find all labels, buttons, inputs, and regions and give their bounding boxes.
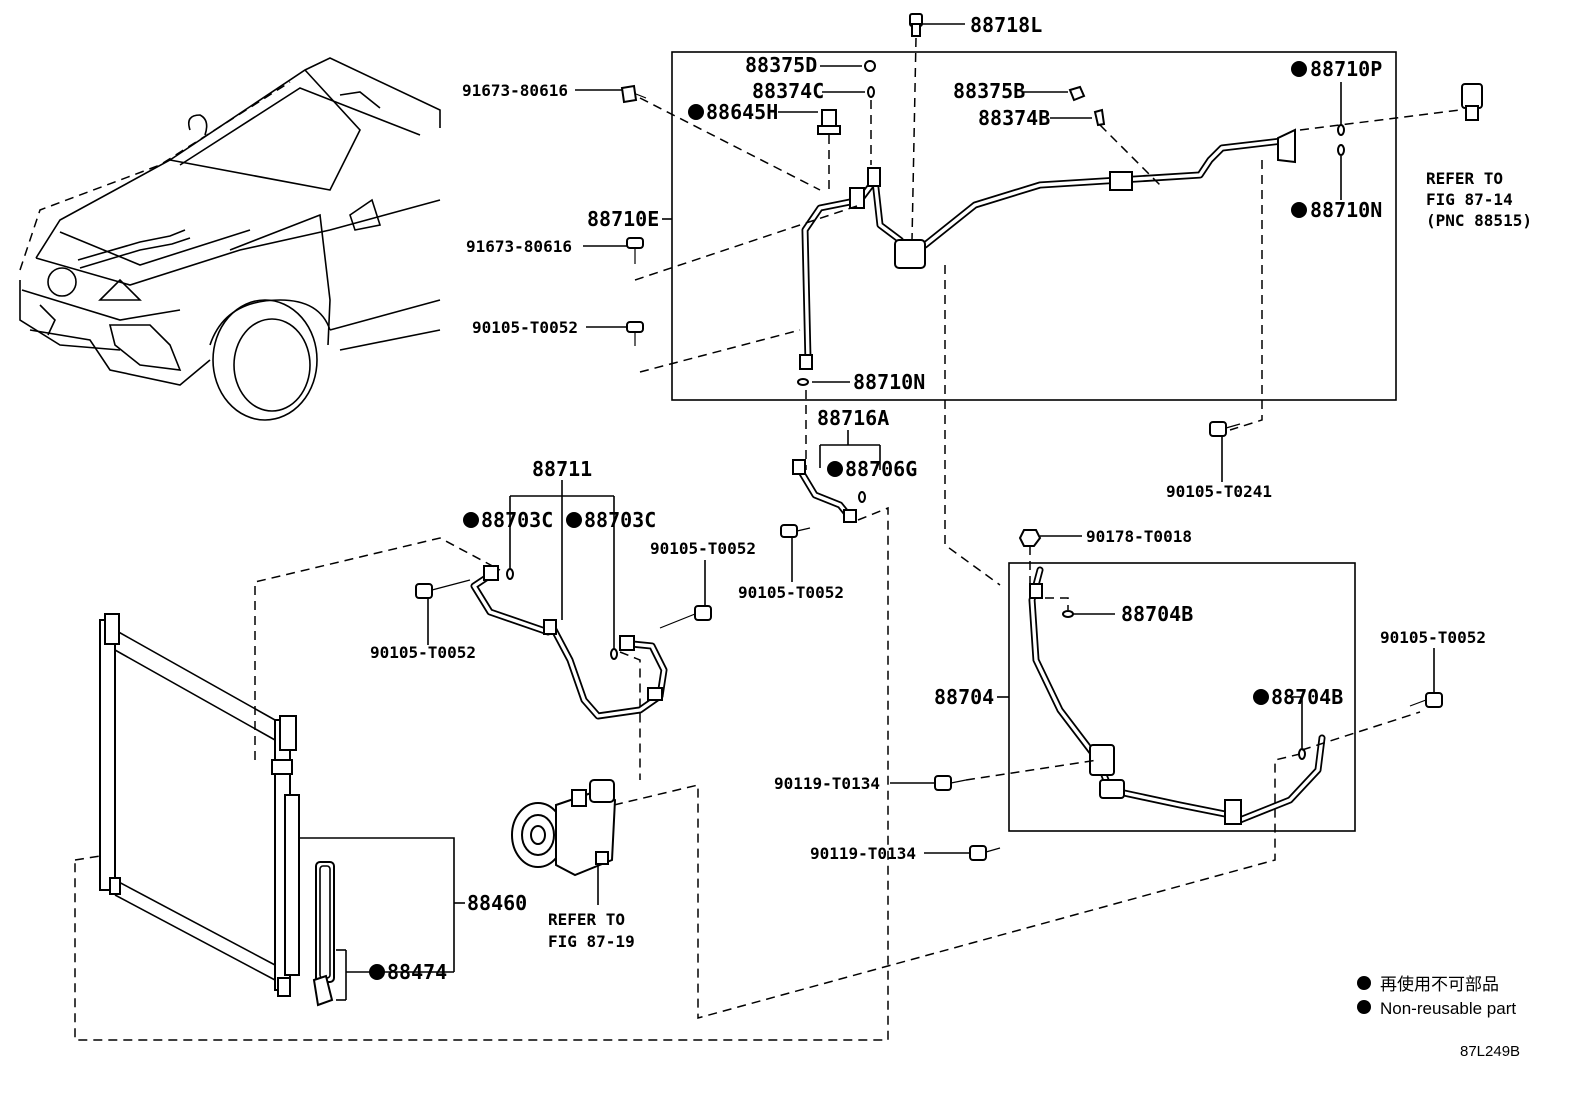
bolt-91673-80616-b [626, 237, 644, 264]
suction-pipe-88704 [1028, 566, 1326, 825]
non-reusable-mark-88710N-top [1291, 202, 1307, 218]
core-88374C [867, 86, 875, 98]
label-88710N-top: 88710N [1310, 198, 1382, 222]
oring-88704B-right [1298, 748, 1306, 760]
legend-english: Non-reusable part [1380, 999, 1516, 1018]
diagram-code: 87L249B [1460, 1043, 1520, 1060]
nut-90178-T0018 [1018, 529, 1042, 547]
legend-japanese: 再使用不可部品 [1380, 974, 1499, 994]
label-88716A: 88716A [817, 406, 889, 430]
label-91673-80616-a: 91673-80616 [462, 81, 568, 100]
legend: 再使用不可部品 Non-reusable part [1357, 974, 1516, 1018]
oring-88703C-right [610, 648, 618, 660]
label-88704B-top: 88704B [1121, 602, 1193, 626]
bolt-90119-T0134-a [934, 775, 967, 791]
oring-88706G [858, 491, 866, 503]
bolt-91673-80616-a [620, 84, 647, 104]
label-88460: 88460 [467, 891, 527, 915]
non-reusable-mark-88645H [688, 104, 704, 120]
label-90178-T0018: 90178-T0018 [1086, 527, 1192, 546]
legend-bullet-english [1357, 1000, 1371, 1014]
label-88704: 88704 [934, 685, 994, 709]
bolt-90105-T0052-b [415, 579, 471, 599]
sensor-88718L [909, 13, 923, 37]
legend-bullet-japanese [1357, 976, 1371, 990]
cap-88375D [864, 60, 876, 72]
label-88704B-right: 88704B [1271, 685, 1343, 709]
bolt-90105-T0052-a [626, 321, 644, 346]
label-88375D: 88375D [745, 53, 817, 77]
label-88375B: 88375B [953, 79, 1025, 103]
label-90105-T0052-d: 90105-T0052 [650, 539, 756, 558]
label-88703C-right: 88703C [584, 508, 656, 532]
label-90119-T0134-b: 90119-T0134 [810, 844, 916, 863]
non-reusable-mark-88710P [1291, 61, 1307, 77]
reference-fig-87-14-line2: FIG 87-14 [1426, 190, 1513, 209]
discharge-pipe-88710E [799, 128, 1296, 370]
label-88474: 88474 [387, 960, 447, 984]
label-90105-T0052-e: 90105-T0052 [1380, 628, 1486, 647]
label-90105-T0052-a: 90105-T0052 [472, 318, 578, 337]
label-88706G: 88706G [845, 457, 917, 481]
pipe-88711 [470, 565, 668, 720]
switch-88645H [817, 109, 841, 135]
label-88374C: 88374C [752, 79, 824, 103]
oring-88710P [1337, 124, 1345, 136]
reference-fig-87-14-line1: REFER TO [1426, 169, 1503, 188]
bolt-90105-T0052-e [1409, 692, 1443, 708]
core-88374B [1093, 108, 1106, 127]
label-91673-80616-b: 91673-80616 [466, 237, 572, 256]
bolt-90105-T0052-d [659, 605, 712, 629]
desiccant-88474 [312, 861, 335, 1007]
label-90105-T0052-b: 90105-T0052 [370, 643, 476, 662]
label-88711: 88711 [532, 457, 592, 481]
hose-88716A [792, 459, 857, 523]
connector-fig-87-14 [1461, 83, 1483, 121]
label-88703C-left: 88703C [481, 508, 553, 532]
non-reusable-mark-88703C-right [566, 512, 582, 528]
label-88710N-bottom: 88710N [853, 370, 925, 394]
bolt-90105-T0241 [1209, 421, 1241, 437]
reference-fig-87-14-line3: (PNC 88515) [1426, 211, 1532, 230]
label-88645H: 88645H [706, 100, 778, 124]
label-88374B: 88374B [978, 106, 1050, 130]
label-90105-T0241: 90105-T0241 [1166, 482, 1272, 501]
label-88710P: 88710P [1310, 57, 1382, 81]
reference-fig-87-19-line1: REFER TO [548, 910, 625, 929]
oring-88704B-top [1062, 610, 1074, 618]
non-reusable-mark-88703C-left [463, 512, 479, 528]
label-90105-T0052-c: 90105-T0052 [738, 583, 844, 602]
reference-fig-87-19-line2: FIG 87-19 [548, 932, 635, 951]
pipe-assembly-frame-88710E [671, 51, 1397, 401]
vehicle-front-illustration [19, 57, 441, 421]
label-90119-T0134-a: 90119-T0134 [774, 774, 880, 793]
oring-88703C-left [506, 568, 514, 580]
non-reusable-mark-88704B-right [1253, 689, 1269, 705]
non-reusable-mark-88706G [827, 461, 843, 477]
label-88718L: 88718L [970, 13, 1042, 37]
label-88710E: 88710E [587, 207, 659, 231]
cap-88375B [1068, 85, 1086, 102]
compressor-fig-87-19 [511, 779, 617, 877]
oring-88710N-top [1337, 144, 1345, 156]
oring-88710N-bottom [797, 378, 809, 386]
condenser-88460 [99, 613, 300, 997]
bolt-90119-T0134-b [969, 845, 1001, 861]
non-reusable-mark-88474 [369, 964, 385, 980]
bolt-90105-T0052-c [780, 524, 811, 538]
